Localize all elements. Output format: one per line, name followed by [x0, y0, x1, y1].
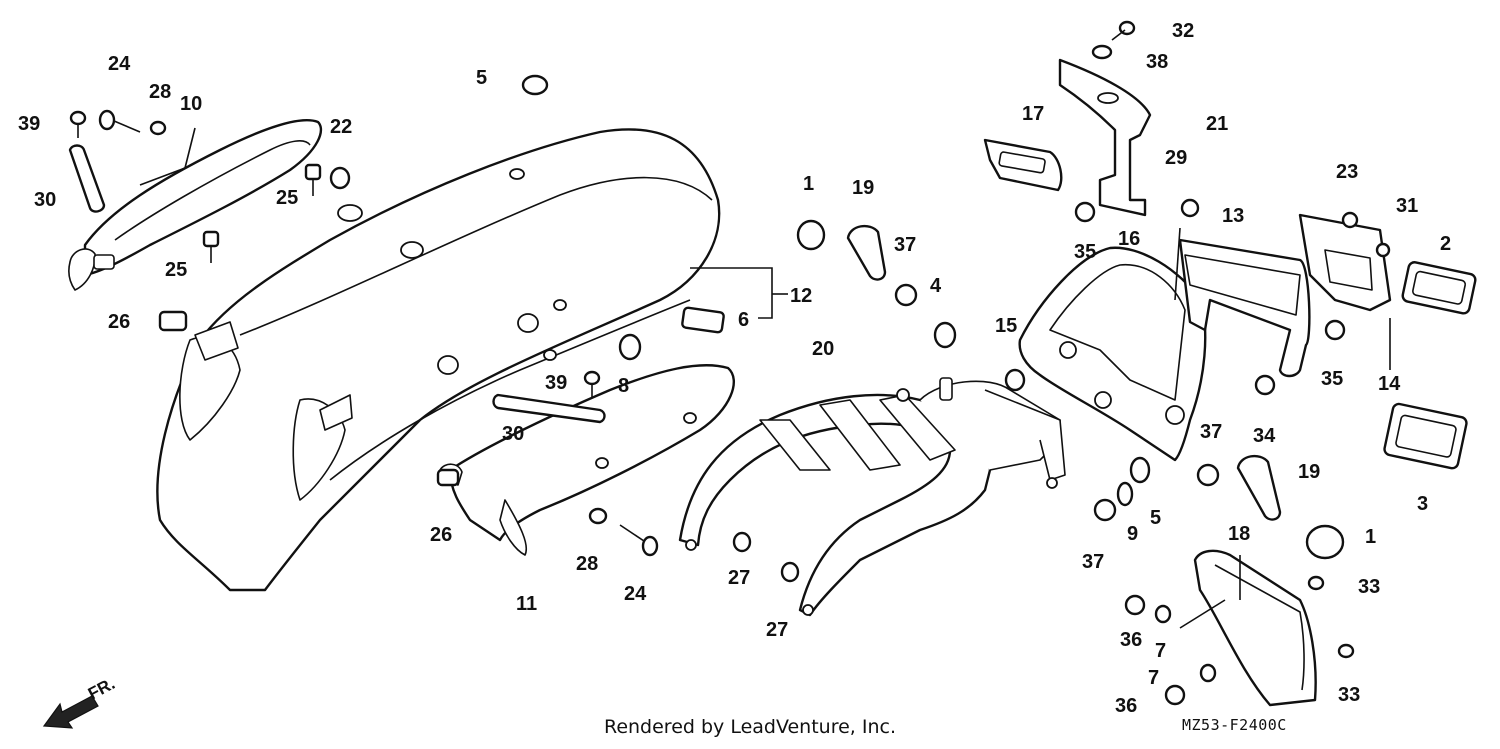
callout-39-right: 39	[545, 372, 567, 394]
plate-19-lower	[1236, 454, 1282, 521]
small-parts	[149, 44, 1359, 706]
callout-39-left: 39	[18, 113, 40, 135]
callout-33-lower: 33	[1338, 684, 1360, 706]
callout-24-lower: 24	[624, 583, 647, 605]
rear-fender	[156, 128, 721, 592]
callout-14: 14	[1378, 373, 1401, 395]
callout-9: 9	[1127, 523, 1138, 545]
reflector-2	[1401, 261, 1477, 315]
callout-22: 22	[330, 116, 352, 138]
callout-21: 21	[1206, 113, 1228, 135]
callout-15: 15	[995, 315, 1017, 337]
callout-10: 10	[180, 93, 202, 115]
callout-4: 4	[930, 275, 942, 297]
callout-37-right: 37	[1200, 421, 1222, 443]
callout-19-lower: 19	[1298, 461, 1320, 483]
callout-34: 34	[1253, 425, 1276, 447]
callout-35-left: 35	[1074, 241, 1096, 263]
callout-25-lower: 25	[165, 259, 187, 281]
callout-36-upper: 36	[1120, 629, 1142, 651]
callout-7-upper: 7	[1155, 640, 1166, 662]
callout-26-left: 26	[108, 311, 130, 333]
license-bracket	[1018, 246, 1207, 462]
credit-caption: Rendered by LeadVenture, Inc.	[603, 716, 897, 738]
callout-8: 8	[618, 375, 629, 397]
callout-29: 29	[1165, 147, 1187, 169]
leader-lines	[139, 127, 1391, 629]
callout-28-upper: 28	[149, 81, 171, 103]
bracket-17	[983, 138, 1063, 192]
callout-35-right: 35	[1321, 368, 1343, 390]
callout-1-lower: 1	[1365, 526, 1376, 548]
callout-27-right: 27	[766, 619, 788, 641]
callout-37-upper: 37	[894, 234, 916, 256]
callout-3: 3	[1417, 493, 1428, 515]
arrow-icon	[42, 695, 99, 729]
callout-6: 6	[738, 309, 749, 331]
callout-11: 11	[516, 593, 537, 615]
callout-26-right: 26	[430, 524, 452, 546]
strap-lower	[492, 393, 606, 424]
callout-36-lower: 36	[1115, 695, 1137, 717]
callout-25-upper: 25	[276, 187, 298, 209]
license-plate-base	[1178, 238, 1311, 378]
callout-20: 20	[812, 338, 834, 360]
inner-fender	[678, 377, 1066, 617]
callout-12: 12	[790, 285, 812, 307]
callout-33-upper: 33	[1358, 576, 1380, 598]
callout-32: 32	[1172, 20, 1194, 42]
bolts	[69, 20, 1391, 683]
callout-2: 2	[1440, 233, 1451, 255]
callout-23: 23	[1336, 161, 1358, 183]
callout-27-left: 27	[728, 567, 750, 589]
side-rail-upper	[68, 119, 323, 291]
callout-28-lower: 28	[576, 553, 598, 575]
callout-1-upper: 1	[803, 173, 814, 195]
callout-18: 18	[1228, 523, 1250, 545]
callout-5-upper: 5	[476, 67, 487, 89]
callout-5-lower: 5	[1150, 507, 1161, 529]
upper-bracket	[1058, 58, 1152, 217]
callout-19-upper: 19	[852, 177, 874, 199]
plate-19-upper	[846, 224, 887, 281]
callout-13: 13	[1222, 205, 1244, 227]
callout-labels: 1 1 2 3 4 5 5 6 7 7 8 9 10 11 12 13 14 1…	[18, 20, 1451, 717]
diagram-code: MZ53-F2400C	[1182, 716, 1287, 734]
callout-31: 31	[1396, 195, 1418, 217]
callout-17: 17	[1022, 103, 1044, 125]
light-bracket	[1298, 213, 1392, 312]
mudflap	[1193, 549, 1317, 707]
strap-upper	[68, 144, 106, 213]
callout-30-right: 30	[502, 423, 524, 445]
callout-24-upper: 24	[108, 53, 131, 75]
callout-7-lower: 7	[1148, 667, 1159, 689]
callout-30-left: 30	[34, 189, 56, 211]
callout-16: 16	[1118, 228, 1140, 250]
callout-38: 38	[1146, 51, 1168, 73]
callout-37-lower: 37	[1082, 551, 1104, 573]
reflector-3	[1383, 402, 1468, 470]
side-rail-lower	[439, 364, 735, 556]
